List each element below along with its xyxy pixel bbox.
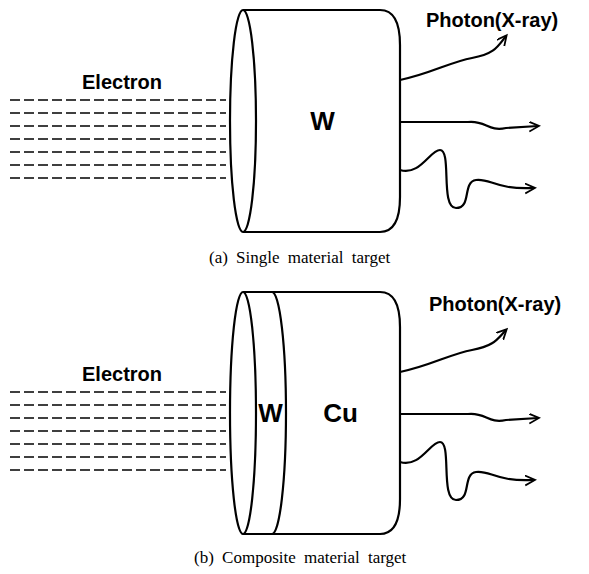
target-layer: Cu <box>321 396 360 431</box>
electron-beam <box>10 392 226 470</box>
beam-label: Electron <box>82 71 162 94</box>
photon-arrows <box>400 36 538 208</box>
target-layer: W <box>308 104 337 139</box>
layer-label: W <box>310 106 335 137</box>
layer-label: Cu <box>323 398 358 429</box>
photon-arrows <box>400 330 538 500</box>
composite-cylinder <box>230 292 400 534</box>
beam-label: Electron <box>82 363 162 386</box>
photon-label: Photon(X-ray) <box>426 9 558 32</box>
subfigure-caption: (a) Single material target <box>209 248 390 268</box>
target-cylinder <box>230 10 400 232</box>
target-layer: W <box>256 396 285 431</box>
subfigure-caption: (b) Composite material target <box>194 548 406 568</box>
photon-label: Photon(X-ray) <box>429 293 561 316</box>
electron-beam <box>10 100 226 178</box>
layer-label: W <box>258 398 283 429</box>
